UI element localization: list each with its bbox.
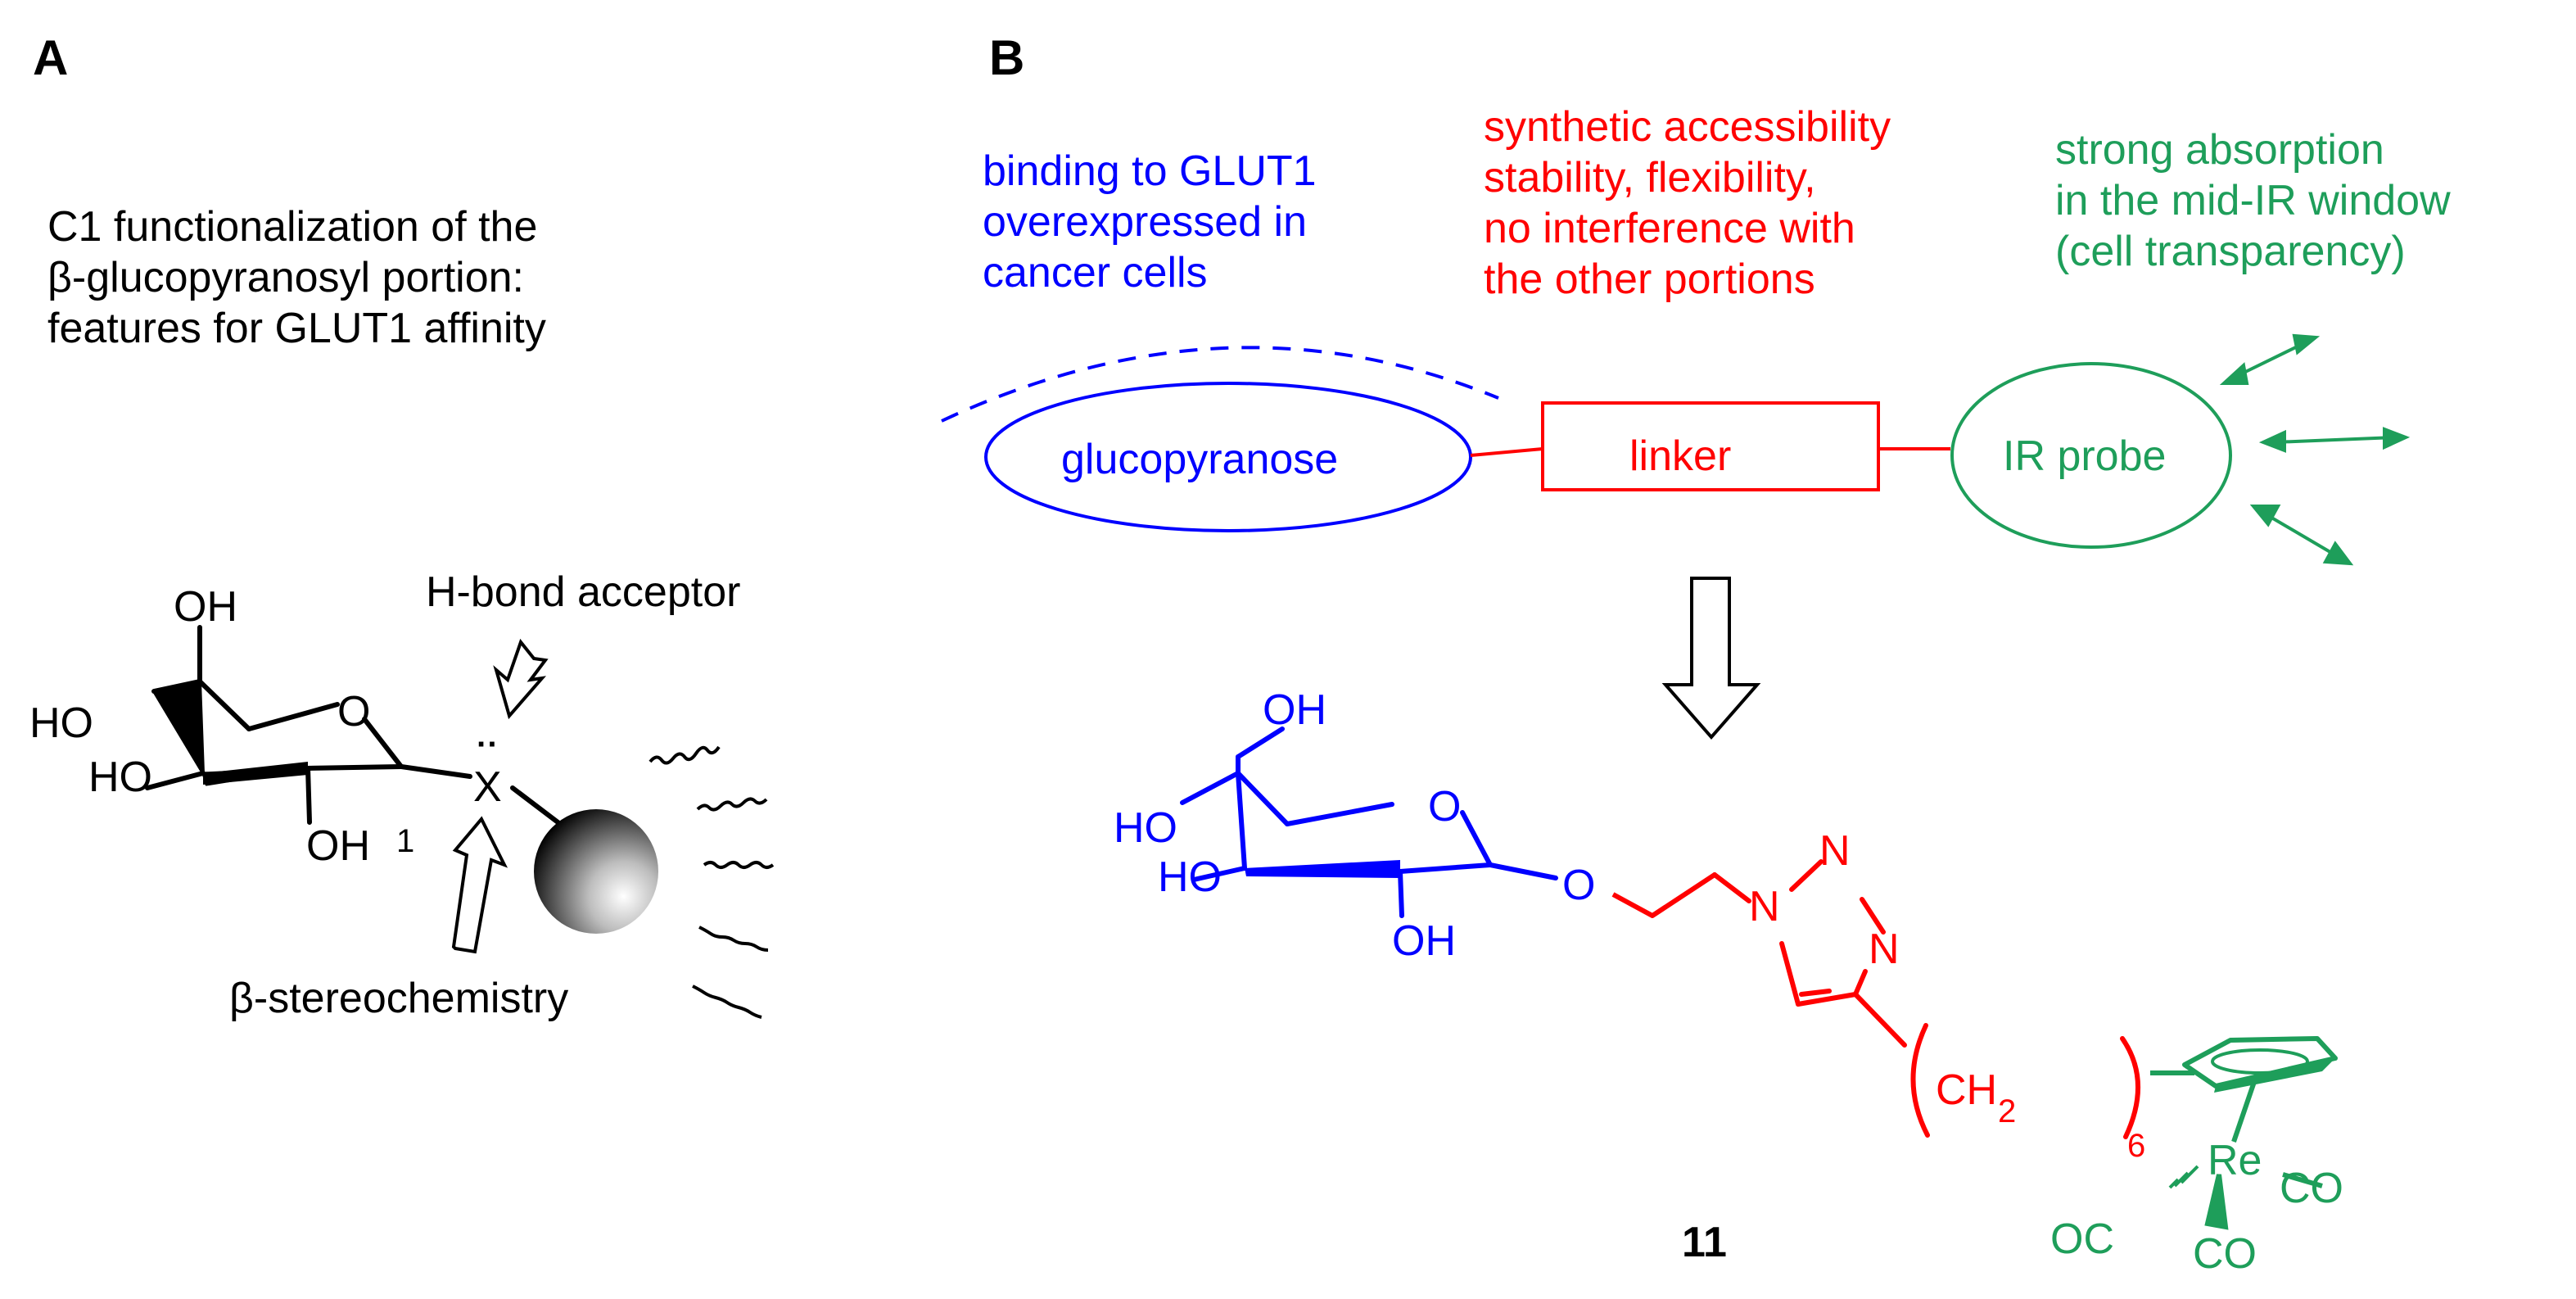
ho-bottom-a: HO: [88, 754, 152, 801]
glucopyranose-node: [984, 382, 1472, 532]
panel-a-label: A: [33, 30, 69, 85]
linker-chain: [1650, 859, 2140, 1139]
triazole-n2: N: [1819, 827, 1851, 875]
sugar-linker-bond: [1470, 447, 1543, 457]
ring-oxygen-b: O: [1428, 783, 1461, 831]
triazole-n3: N: [1869, 926, 1900, 973]
payload-sphere: [534, 809, 658, 934]
ring-oxygen-a: O: [337, 688, 370, 735]
ho-left-b: HO: [1114, 804, 1177, 852]
transformation-arrow: [1661, 577, 1761, 740]
glycosidic-oxygen: O: [1562, 862, 1595, 909]
chain-repeat-count: 6: [2127, 1128, 2145, 1164]
ch2-label: CH: [1936, 1066, 1997, 1114]
sugar-structure-a: [145, 625, 563, 826]
probe-requirements: strong absorption in the mid-IR window (…: [2055, 126, 2451, 275]
ir-arrows: [2219, 333, 2411, 566]
hbond-label: H-bond acceptor: [426, 568, 740, 616]
ch2-subscript: 2: [1998, 1093, 2016, 1129]
binding-arc: [941, 346, 1499, 423]
carbonyl-right: CO: [2280, 1165, 2343, 1212]
ho-bottom-b: HO: [1158, 853, 1222, 901]
carbonyl-bottom: CO: [2193, 1230, 2257, 1278]
ho-left-a: HO: [29, 699, 93, 747]
ir-probe-node: [1950, 362, 2232, 549]
hbond-arrow: [493, 638, 549, 720]
stereo-label: β-stereochemistry: [229, 975, 568, 1022]
ir-probe-label: IR probe: [2003, 432, 2166, 480]
oh-top-a: OH: [174, 583, 237, 631]
linker-label: linker: [1629, 432, 1731, 480]
binding-description: binding to GLUT1 overexpressed in cancer…: [983, 147, 1317, 296]
oh-bottom-b: OH: [1392, 917, 1456, 965]
heteroatom-x: X: [473, 763, 502, 811]
o-glycosidic-bond: [1611, 892, 1654, 918]
stereo-arrow: [451, 816, 508, 954]
carbonyl-left: OC: [2050, 1215, 2114, 1263]
emission-squiggles: [649, 745, 775, 1019]
triazole-n1: N: [1749, 883, 1780, 930]
linker-node: [1541, 401, 1880, 491]
sugar-structure-b: [1180, 726, 1558, 918]
panel-b-label: B: [989, 30, 1025, 85]
glucopyranosyl-description: C1 functionalization of the β-glucopyran…: [47, 203, 546, 352]
lone-pair: ··: [477, 726, 499, 763]
oh-top-b: OH: [1263, 686, 1326, 734]
linker-requirements: synthetic accessibility stability, flexi…: [1484, 103, 1891, 303]
oh-bottom-a: OH: [306, 822, 370, 870]
rhenium-label: Re: [2208, 1137, 2262, 1184]
c1-label: 1: [396, 823, 414, 859]
carbonyl-bonds: [2168, 1165, 2323, 1230]
compound-number: 11: [1682, 1219, 1727, 1266]
cyclopentadienyl-ring: [2182, 1036, 2338, 1143]
glucopyranose-label: glucopyranose: [1061, 436, 1338, 483]
